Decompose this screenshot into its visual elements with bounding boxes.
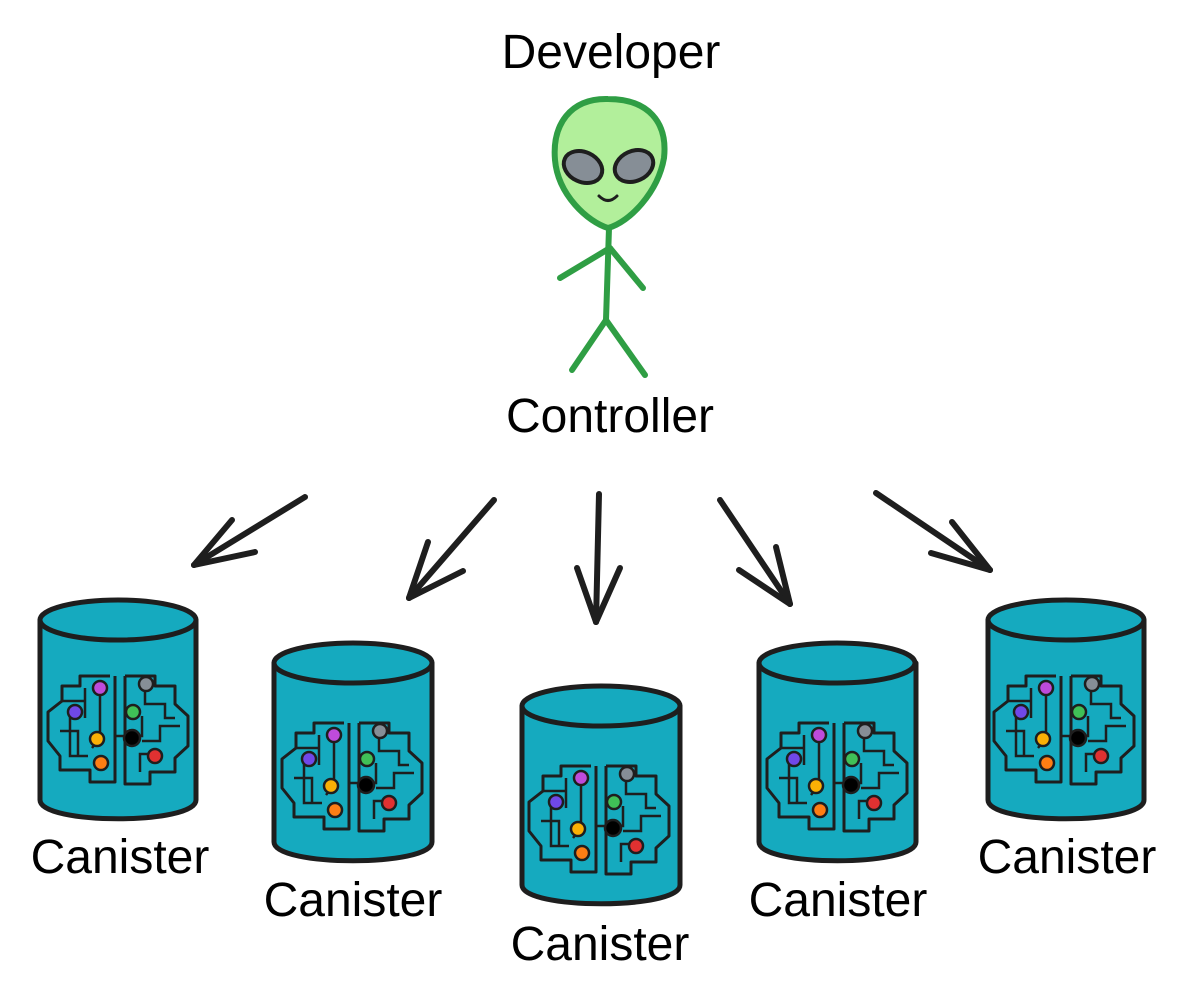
canister-1-label: Canister (31, 831, 210, 884)
canister-2 (271, 640, 435, 864)
arrow-to-canister-1 (191, 494, 308, 568)
canister-2-label: Canister (264, 874, 443, 927)
arrow-to-canister-4 (717, 497, 793, 607)
arrow-to-canister-2 (406, 497, 497, 601)
canister-5-label: Canister (978, 831, 1157, 884)
canister-5 (985, 597, 1147, 822)
canister-3-label: Canister (511, 918, 690, 971)
developer-title: Developer (502, 26, 721, 79)
canister-4-label: Canister (749, 874, 928, 927)
arrow-to-canister-5 (873, 490, 993, 573)
canister-4 (756, 640, 919, 864)
arrow-to-canister-3 (574, 491, 623, 625)
controller-label: Controller (506, 390, 714, 443)
canister-3 (519, 683, 683, 907)
canister-1 (37, 597, 199, 822)
alien-stick-figure-icon (551, 95, 668, 378)
